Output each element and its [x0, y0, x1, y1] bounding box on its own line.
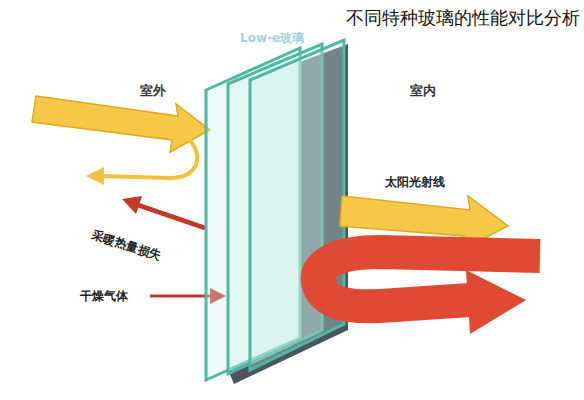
heat-loss-arrow	[138, 205, 205, 228]
reflection-arrow	[100, 140, 197, 178]
glass-name: Low-e玻璃	[240, 30, 304, 47]
outdoor-label: 室外	[140, 82, 166, 100]
sunlight-label: 太阳光射线	[385, 174, 445, 191]
sunlight-arrow-in	[32, 96, 210, 152]
dry-gas-pointer	[150, 295, 212, 298]
heat-loss-label: 采暖热量损失	[89, 226, 163, 264]
dry-gas-label: 干燥气体	[80, 288, 128, 305]
heat-reflect-head	[466, 270, 526, 334]
indoor-label: 室内	[410, 82, 436, 100]
reflection-head	[86, 167, 104, 185]
heat-loss-head	[122, 196, 142, 214]
title: 不同特种玻璃的性能对比分析	[346, 6, 580, 30]
glass-pane	[250, 40, 344, 370]
